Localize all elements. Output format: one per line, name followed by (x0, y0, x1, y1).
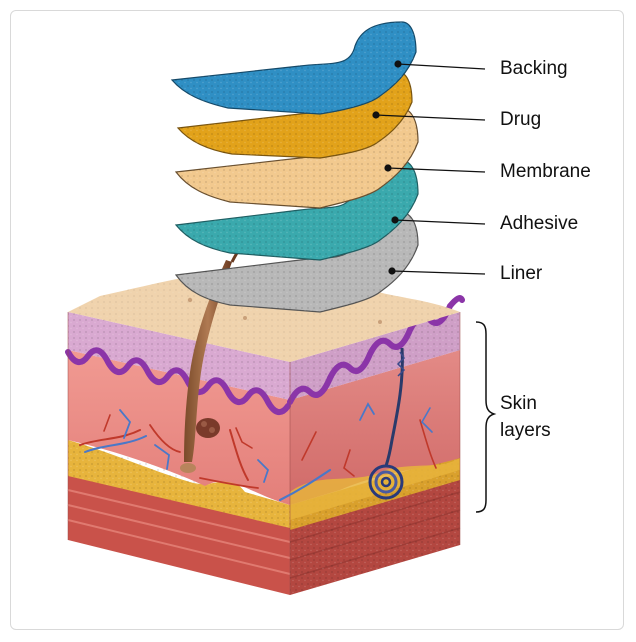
leader-line-liner (392, 271, 485, 274)
leader-dot-liner (389, 268, 395, 274)
label-skin-layers: Skin layers (500, 390, 551, 444)
leader-dot-membrane (385, 165, 391, 171)
label-drug: Drug (500, 109, 541, 131)
leader-line-backing (398, 64, 485, 69)
leader-dot-drug (373, 112, 379, 118)
label-liner: Liner (500, 263, 542, 285)
leader-dot-backing (395, 61, 401, 67)
leader-dot-adhesive (392, 217, 398, 223)
skin-layers-bracket (476, 322, 494, 512)
label-backing: Backing (500, 58, 568, 80)
label-skin-line1: Skin (500, 390, 551, 417)
sebaceous-gland (196, 418, 220, 438)
label-membrane: Membrane (500, 161, 591, 183)
label-skin-line2: layers (500, 417, 551, 444)
label-adhesive: Adhesive (500, 213, 578, 235)
skin-block (68, 260, 462, 595)
